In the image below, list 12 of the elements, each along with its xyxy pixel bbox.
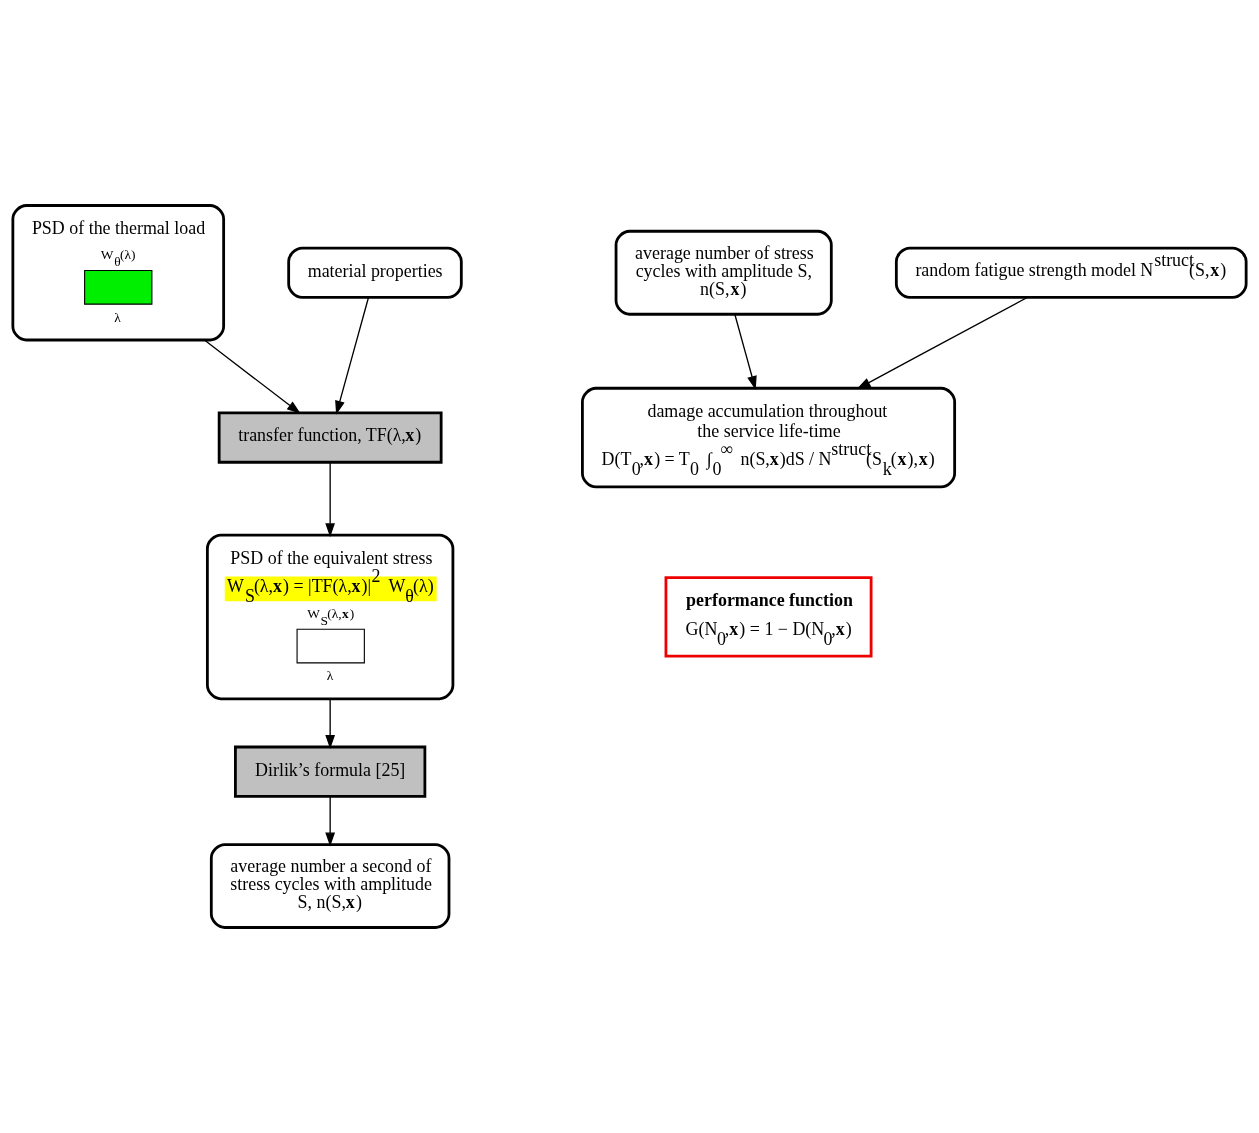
arrow xyxy=(325,698,336,749)
node-box: transfer function, TF(λ,x) xyxy=(217,411,443,464)
node-box: Dirlik’s formula [25] xyxy=(234,745,427,798)
arrow xyxy=(325,461,336,538)
arrow xyxy=(734,313,757,390)
arrow xyxy=(204,339,301,414)
node-box: material properties xyxy=(287,246,463,299)
node-box: average number of stress cycles with amplitude S, n(S,x) xyxy=(614,229,833,316)
node-box: average number a second of stress cycles with amplitude S, n(S,x) xyxy=(209,843,451,929)
arrow xyxy=(325,795,336,847)
arrow xyxy=(335,296,370,415)
arrow xyxy=(856,296,1028,390)
